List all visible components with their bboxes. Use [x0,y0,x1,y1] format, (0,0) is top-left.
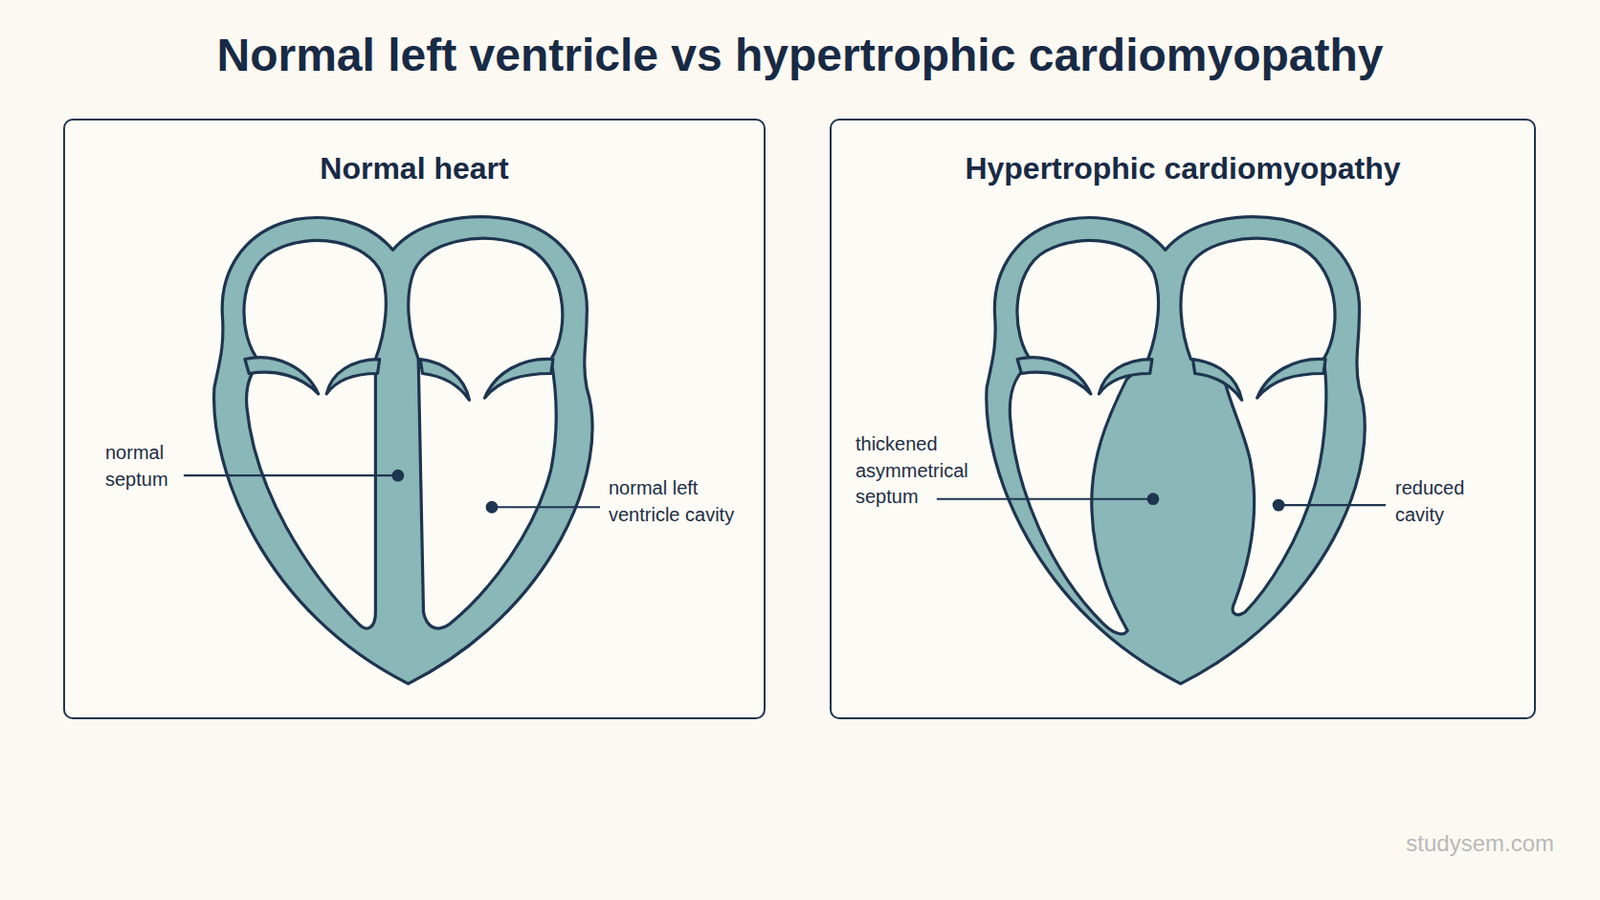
valve-leaflet [1098,359,1152,395]
leader-dot [487,502,498,513]
reduced-left-cavity [1180,238,1335,615]
callout-label: thickened asymmetrical septum [855,431,988,512]
leader-line [491,506,600,509]
hcm-heart-drawing [986,217,1365,685]
leader-lines [183,470,1386,513]
callout-label: reduced cavity [1395,475,1477,529]
left-chamber-cavity [408,238,563,629]
valve-leaflet [420,359,469,401]
heart-wall [986,217,1365,685]
right-chamber-cavity [244,240,386,629]
comparison-panel: Normal heart [63,118,766,720]
panel-heading: Hypertrophic cardiomyopathy [831,151,1534,187]
comparison-panel: Hypertrophic cardiomyopathy [829,118,1536,720]
valve-leaflet [1193,359,1243,401]
callout-label: normal septum [105,440,194,493]
heart-wall [214,217,593,685]
valve-leaflet [326,359,379,395]
valve-leaflet [485,358,554,399]
leader-line [183,474,399,477]
leader-dot [1148,493,1159,505]
valve-leaflet [1017,357,1091,395]
right-chamber-cavity [1009,240,1158,634]
watermark: studysem.com [1320,830,1555,858]
leader-dot [1273,500,1285,512]
diagram-title: Normal left ventricle vs hypertrophic ca… [0,28,1600,82]
normal-heart-drawing [214,217,593,685]
valve-leaflet [244,357,319,395]
callout-label: normal left ventricle cavity [608,475,767,529]
panel-heading: Normal heart [65,151,764,187]
valve-leaflet [1257,358,1326,399]
leader-line [936,498,1154,501]
leader-line [1278,504,1386,507]
leader-dot [393,470,404,482]
